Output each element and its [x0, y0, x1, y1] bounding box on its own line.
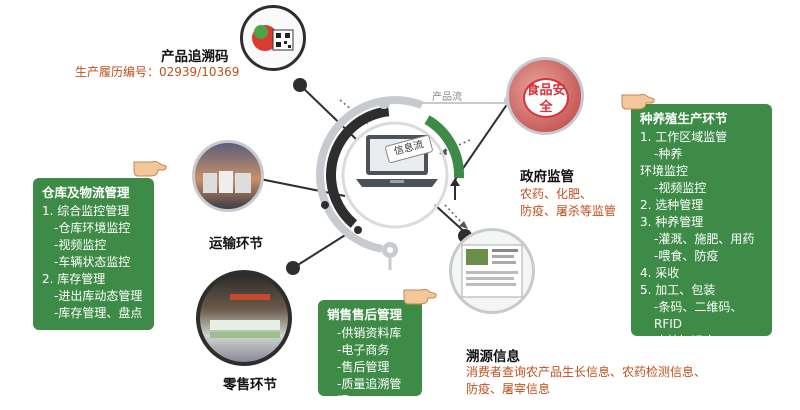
- list-item: -进出库动态管理: [54, 289, 143, 303]
- list-item: -车辆状态监控: [54, 255, 131, 269]
- list-item: 2. 选种管理: [640, 198, 704, 212]
- list-item: -喂食、防疫: [654, 249, 719, 263]
- list-item: 1. 工作区域监管: [640, 130, 728, 144]
- pointing-hand-icon: [620, 89, 656, 115]
- pointing-hand-icon: [402, 284, 438, 310]
- sales-box: 销售售后管理 -供销资料库 -电子商务 -售后管理 -质量追溯管理: [318, 300, 422, 408]
- product-trace-image: [240, 5, 306, 71]
- list-item: -视频监控: [654, 181, 707, 195]
- gov-line-2: 防疫、屠杀等监管: [520, 204, 617, 218]
- planting-box: 种养殖生产环节 1. 工作区域监管 -种养 环境监控 -视频监控 2. 选种管理…: [631, 104, 772, 348]
- trace-info-title: 溯源信息: [466, 349, 520, 365]
- list-item: 4. 采收: [640, 266, 680, 280]
- list-item: -视频监控: [54, 238, 107, 252]
- list-item: 环境监控: [640, 164, 689, 178]
- warehouse-box-title: 仓库及物流管理: [42, 185, 130, 200]
- list-item: 6. 农技知识库: [640, 334, 716, 348]
- warehouse-box: 仓库及物流管理 1. 综合监控管理 -仓库环境监控 -视频监控 -车辆状态监控 …: [33, 178, 154, 330]
- list-item: -仓库环境监控: [54, 221, 131, 235]
- product-flow-label: 产品流: [432, 92, 462, 103]
- list-item: -售后管理: [337, 360, 390, 374]
- list-item: 5. 加工、包装: [640, 283, 716, 297]
- list-item: 3. 种养管理: [640, 215, 704, 229]
- list-item: -种养: [654, 147, 683, 161]
- retail-image: [196, 270, 292, 366]
- trace-info-image: [449, 228, 535, 314]
- list-item: -库存管理、盘点: [54, 306, 143, 320]
- transport-title: 运输环节: [209, 236, 263, 252]
- list-item: -条码、二维码、RFID: [654, 300, 743, 331]
- planting-box-title: 种养殖生产环节: [640, 111, 728, 126]
- retail-title: 零售环节: [223, 377, 277, 393]
- gov-title: 政府监管: [520, 169, 574, 185]
- transport-image: [192, 140, 264, 212]
- trace-info-line-1: 消费者查询农产品生长信息、农药检测信息、: [466, 365, 707, 379]
- pointing-hand-icon: [132, 156, 168, 182]
- list-item: -灌溉、施肥、用药: [654, 232, 755, 246]
- list-item: 2. 库存管理: [42, 272, 106, 286]
- list-item: -电子商务: [337, 343, 390, 357]
- sales-box-title: 销售售后管理: [327, 307, 403, 322]
- product-trace-subtitle: 生产履历编号：02939/10369: [75, 65, 240, 79]
- list-item: -供销资料库: [337, 326, 402, 340]
- trace-info-line-2: 防疫、屠宰信息: [466, 382, 551, 396]
- gov-line-1: 农药、化肥、: [520, 187, 593, 201]
- food-safety-badge: 食品安全: [523, 78, 569, 118]
- list-item: 1. 综合监控管理: [42, 204, 130, 218]
- list-item: -质量追溯管理: [337, 377, 402, 408]
- product-trace-title: 产品追溯码: [161, 49, 229, 65]
